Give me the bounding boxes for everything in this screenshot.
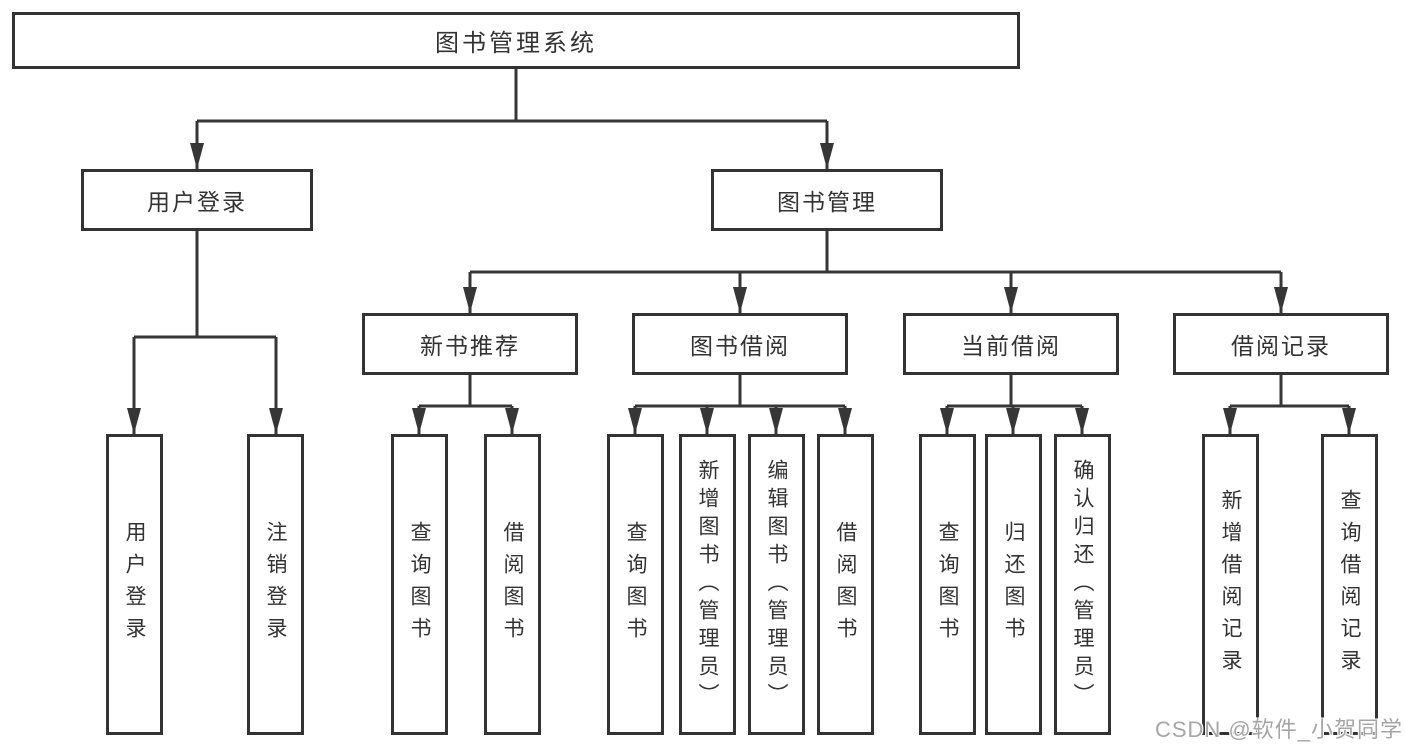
node-book-borrowing: 图书借阅 [632, 313, 848, 375]
node-borrowing-records: 借阅记录 [1173, 313, 1389, 375]
node-label: 用户登录 [147, 189, 247, 215]
csdn-watermark: CSDN @软件_小贺同学 [1154, 717, 1403, 742]
node-label: 新书推荐 [420, 333, 520, 359]
node-user-login: 用户登录 [81, 169, 313, 231]
node-label: 图书借阅 [690, 333, 790, 359]
leaf-edit-books-admin: 编辑图书（管理员） [748, 434, 805, 735]
leaf-logout: 注销登录 [247, 434, 304, 735]
leaf-add-borrow-record: 新增借阅记录 [1202, 434, 1259, 735]
leaf-confirm-return-admin: 确认归还（管理员） [1054, 434, 1111, 735]
node-label: 新增图书（管理员） [696, 458, 719, 711]
node-new-book-recommendation: 新书推荐 [362, 313, 578, 375]
node-label: 借阅图书 [501, 520, 524, 649]
node-label: 查询图书 [408, 520, 431, 649]
node-book-management: 图书管理 [711, 169, 943, 231]
node-label: 查询图书 [624, 520, 647, 649]
node-label: 用户登录 [123, 520, 146, 649]
node-label: 查询借阅记录 [1338, 488, 1361, 681]
node-label: 当前借阅 [961, 333, 1061, 359]
node-label: 图书管理 [777, 189, 877, 215]
node-label: 图书管理系统 [435, 30, 597, 57]
node-label: 编辑图书（管理员） [765, 458, 788, 711]
leaf-query-borrow-record: 查询借阅记录 [1321, 434, 1378, 735]
node-label: 查询图书 [936, 520, 959, 649]
leaf-borrow-books-borrowing: 借阅图书 [817, 434, 874, 735]
node-label: 新增借阅记录 [1219, 488, 1242, 681]
leaf-query-books-current: 查询图书 [919, 434, 976, 735]
node-library-management-system: 图书管理系统 [12, 12, 1020, 69]
node-label: 注销登录 [264, 520, 287, 649]
leaf-borrow-books-recommend: 借阅图书 [484, 434, 541, 735]
leaf-query-books-borrowing: 查询图书 [607, 434, 664, 735]
node-label: 借阅记录 [1231, 333, 1331, 359]
leaf-return-books: 归还图书 [985, 434, 1042, 735]
leaf-add-books-admin: 新增图书（管理员） [679, 434, 736, 735]
leaf-query-books-recommend: 查询图书 [391, 434, 448, 735]
node-label: 归还图书 [1002, 520, 1025, 649]
node-label: 确认归还（管理员） [1071, 458, 1094, 711]
node-label: 借阅图书 [834, 520, 857, 649]
node-current-borrowing: 当前借阅 [903, 313, 1119, 375]
leaf-user-login: 用户登录 [106, 434, 163, 735]
